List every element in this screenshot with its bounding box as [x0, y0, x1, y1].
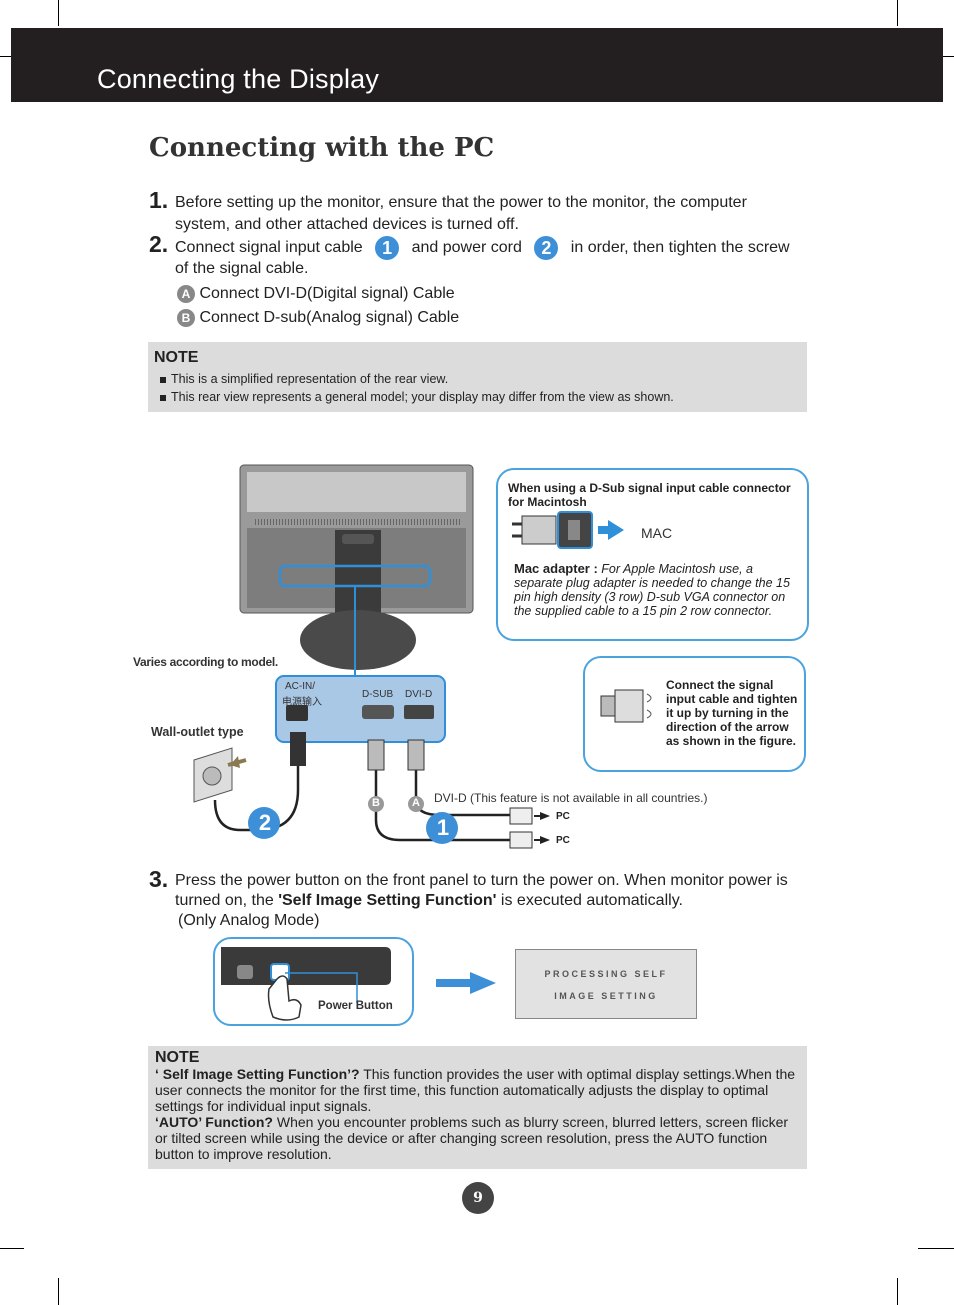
- page-header-title: Connecting the Display: [97, 64, 380, 94]
- acin-cn-label: 电源输入: [282, 697, 322, 708]
- crop-mark: [58, 1278, 59, 1305]
- crop-mark: [897, 1278, 898, 1305]
- power-button-illustration: [221, 947, 391, 1021]
- screw-callout: Connect the signal input cable and tight…: [583, 656, 806, 772]
- step-3-line2-post: is executed automatically.: [496, 892, 683, 909]
- diagram-num-2: 2: [258, 810, 272, 835]
- crop-mark: [918, 1248, 954, 1249]
- osd-line-2: IMAGE SETTING: [554, 991, 658, 1001]
- diagram-letter-b: B: [372, 797, 380, 809]
- osd-screen: PROCESSING SELF IMAGE SETTING: [515, 949, 697, 1019]
- note-2-p1-bold: ‘ Self Image Setting Function’?: [155, 1066, 360, 1082]
- arrow-right-icon: [436, 972, 496, 994]
- acin-label: AC-IN/: [285, 681, 315, 692]
- dsub-label: D-SUB: [362, 689, 394, 700]
- section-title: Connecting with the PC: [149, 133, 495, 163]
- dvid-note: DVI-D (This feature is not available in …: [434, 791, 708, 805]
- dvid-label: DVI-D: [405, 689, 433, 700]
- note-2-title: NOTE: [155, 1049, 200, 1066]
- step-2-number: 2.: [149, 231, 169, 257]
- note-2-p2-text: When you encounter problems such as blur…: [155, 1114, 789, 1162]
- step-2-part1: Connect signal input cable: [175, 239, 363, 257]
- step-2-part3: in order, then tighten the screw: [570, 239, 790, 257]
- note-2-body: ‘ Self Image Setting Function’? This fun…: [155, 1066, 801, 1162]
- pc-label-2: PC: [556, 835, 570, 846]
- step-1-line1: Before setting up the monitor, ensure th…: [175, 194, 747, 211]
- crop-mark: [897, 0, 898, 26]
- note-1-item-text: This is a simplified representation of t…: [171, 372, 449, 386]
- wall-outlet-label: Wall-outlet type: [151, 725, 244, 739]
- letter-b-circle: [368, 796, 384, 812]
- note-1-list: This is a simplified representation of t…: [160, 370, 674, 406]
- dvi-plug: [407, 739, 425, 771]
- connector-panel: [275, 675, 446, 743]
- screw-callout-text: Connect the signal input cable and tight…: [666, 678, 798, 748]
- note-box-2: NOTE ‘ Self Image Setting Function’? Thi…: [148, 1046, 807, 1169]
- badge-2: 2: [534, 236, 559, 260]
- crop-mark: [58, 0, 59, 26]
- step-1-text: Before setting up the monitor, ensure th…: [175, 192, 815, 236]
- letter-a-badge: A: [177, 284, 195, 303]
- header-bar: [11, 28, 943, 102]
- option-b-text: Connect D-sub(Analog signal) Cable: [199, 309, 460, 326]
- note-box-1: NOTE This is a simplified representation…: [148, 342, 807, 412]
- note-1-title: NOTE: [154, 349, 199, 366]
- step-2-line1: Connect signal input cable 1 and power c…: [175, 236, 835, 260]
- page-number: 9: [462, 1182, 494, 1214]
- mac-adapter-icon: [512, 511, 624, 549]
- step-2-line2: of the signal cable.: [175, 260, 309, 277]
- bullet-icon: [160, 376, 166, 383]
- mac-adapter-text: For Apple Macintosh use, a separate plug…: [514, 562, 790, 618]
- diagram-num-1: 1: [436, 815, 450, 840]
- letter-b-badge: B: [177, 308, 195, 327]
- step-3-line3: (Only Analog Mode): [178, 912, 320, 929]
- option-a-text: Connect DVI-D(Digital signal) Cable: [199, 285, 455, 302]
- note-1-item: This is a simplified representation of t…: [160, 370, 674, 388]
- note-2-p1-text: This function provides the user with opt…: [155, 1066, 796, 1114]
- dsub-plug: [367, 739, 385, 771]
- mac-callout: When using a D-Sub signal input cable co…: [496, 468, 809, 641]
- mac-callout-title: When using a D-Sub signal input cable co…: [508, 481, 791, 509]
- note-1-item-text: This rear view represents a general mode…: [171, 390, 674, 404]
- step-3-line2-pre: turned on, the: [175, 892, 279, 909]
- crop-mark: [0, 1248, 24, 1249]
- step-1-line2: system, and other attached devices is tu…: [175, 216, 519, 233]
- mac-adapter-bold: Mac adapter :: [514, 561, 598, 576]
- mac-adapter-note: Mac adapter : For Apple Macintosh use, a…: [514, 561, 794, 619]
- pc-connectors: [509, 807, 550, 849]
- power-plug: [290, 732, 306, 766]
- note-1-item: This rear view represents a general mode…: [160, 388, 674, 406]
- varies-label: Varies according to model.: [133, 655, 278, 669]
- screw-connector-icon: [600, 689, 652, 723]
- pc-label-1: PC: [556, 811, 570, 822]
- bullet-icon: [160, 394, 166, 401]
- osd-line-1: PROCESSING SELF: [544, 969, 668, 979]
- option-a: A Connect DVI-D(Digital signal) Cable: [177, 283, 455, 305]
- badge-1: 1: [375, 236, 400, 260]
- step-3-line1: Press the power button on the front pane…: [175, 872, 788, 889]
- step-3-line2-bold: 'Self Image Setting Function': [278, 892, 497, 909]
- monitor-rear-illustration: [239, 464, 474, 676]
- step-3-line2: turned on, the 'Self Image Setting Funct…: [175, 891, 815, 911]
- power-button-label: Power Button: [318, 1000, 393, 1012]
- note-2-paragraph-1: ‘ Self Image Setting Function’? This fun…: [155, 1066, 801, 1114]
- badge-2-circle: [248, 807, 280, 839]
- step-1-number: 1.: [149, 187, 169, 213]
- step-2-part2: and power cord: [411, 239, 522, 257]
- step-3-text: Press the power button on the front pane…: [175, 871, 815, 931]
- connection-diagram: [193, 464, 550, 849]
- diagram-letter-a: A: [412, 797, 420, 809]
- wall-outlet-illustration: [193, 747, 247, 803]
- note-2-paragraph-2: ‘AUTO’ Function? When you encounter prob…: [155, 1114, 801, 1162]
- option-b: B Connect D-sub(Analog signal) Cable: [177, 307, 459, 329]
- step-3-number: 3.: [149, 866, 169, 892]
- power-button-callout: Power Button: [213, 937, 414, 1026]
- mac-label: MAC: [641, 525, 673, 541]
- note-2-p2-bold: ‘AUTO’ Function?: [155, 1114, 273, 1130]
- letter-a-circle: [408, 796, 424, 812]
- badge-1-circle: [426, 812, 458, 844]
